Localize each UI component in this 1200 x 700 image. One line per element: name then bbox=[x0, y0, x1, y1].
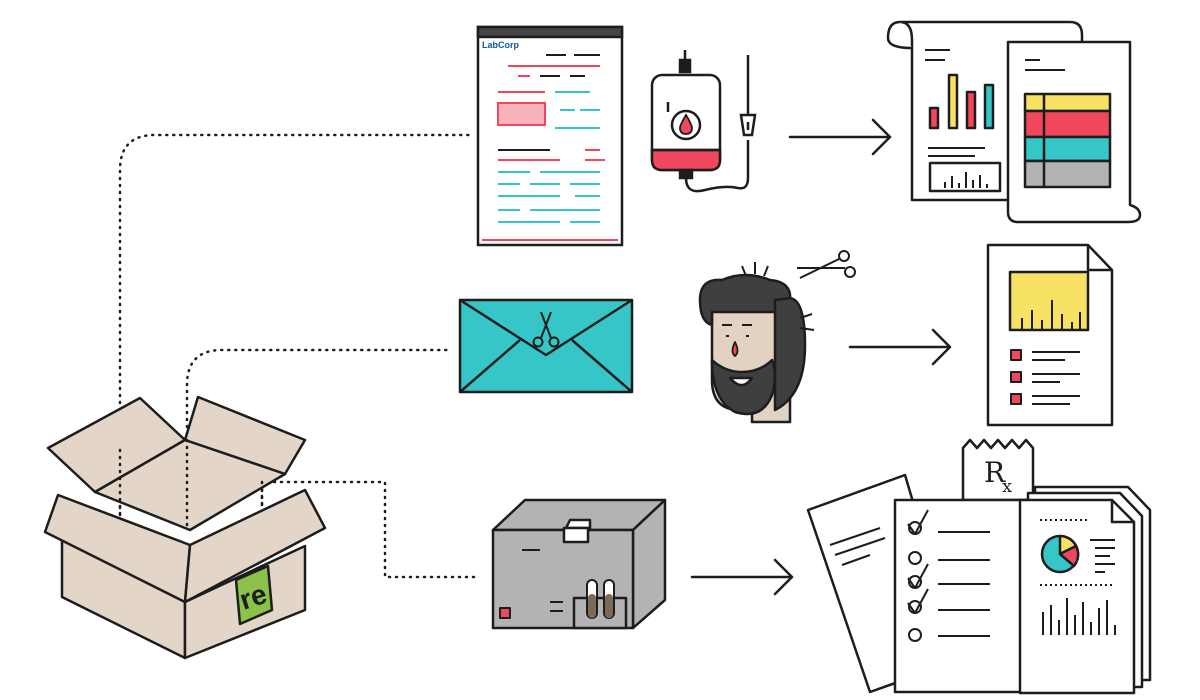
patient-face bbox=[698, 262, 815, 424]
arrow-right-icon bbox=[690, 558, 794, 596]
lab-requisition-form: LabCorp bbox=[476, 25, 624, 247]
envelope bbox=[458, 298, 634, 394]
arrow-right-icon bbox=[848, 328, 952, 366]
connector-to-form bbox=[118, 133, 472, 517]
labcorp-brand: LabCorp bbox=[482, 40, 520, 50]
box-logo-label bbox=[234, 564, 274, 626]
cardboard-box bbox=[43, 395, 327, 660]
blood-bag bbox=[650, 50, 757, 193]
box-inner-dots bbox=[118, 438, 264, 527]
rx-subscript: x bbox=[1002, 476, 1012, 497]
connector-to-envelope bbox=[185, 348, 452, 527]
rx-symbol: R bbox=[984, 456, 1006, 489]
arrow-right-icon bbox=[788, 118, 892, 156]
scissors-icon bbox=[532, 311, 560, 348]
report-documents bbox=[886, 20, 1142, 224]
arrows bbox=[690, 118, 952, 596]
prescription-slip bbox=[961, 438, 1035, 502]
report-page bbox=[986, 243, 1114, 427]
results-documents bbox=[806, 438, 1152, 695]
scissors-icon bbox=[797, 250, 856, 279]
lab-analyzer bbox=[491, 498, 667, 630]
